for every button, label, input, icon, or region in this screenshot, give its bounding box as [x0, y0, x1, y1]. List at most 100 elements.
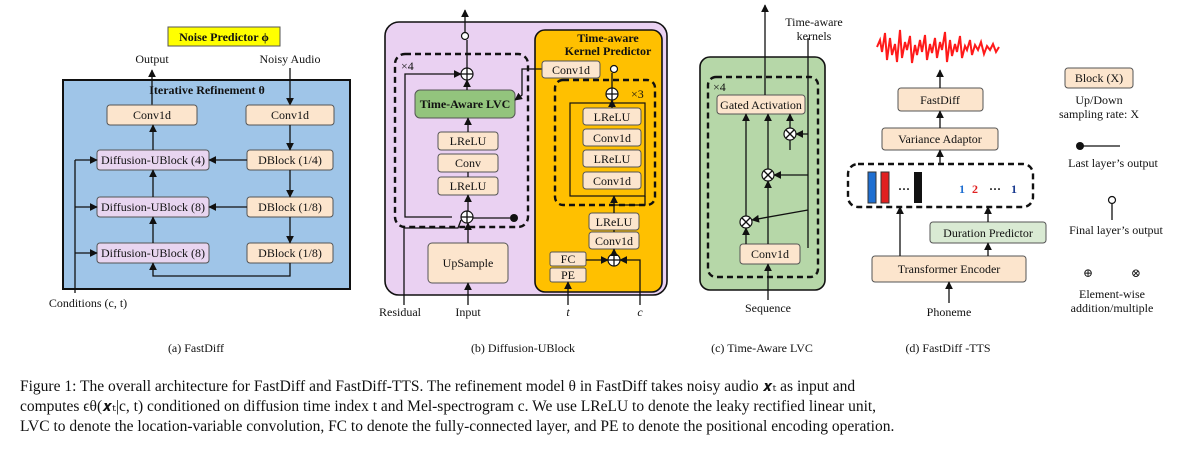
lvc-repeat-label: ×4 [713, 80, 726, 94]
kp-connectors [564, 73, 646, 305]
legend-last-layer: Last layer’s output [1068, 156, 1158, 170]
lvc-repeat-frame [706, 75, 820, 279]
ublock-8b-label: Diffusion-UBlock (8) [101, 246, 205, 260]
legend-updown-2: sampling rate: X [1059, 107, 1139, 121]
ublock-repeat-frame [393, 52, 530, 229]
ublock-final-output-icon [460, 31, 470, 41]
sequence-label: Sequence [745, 301, 791, 315]
legend-block-label: Block (X) [1075, 71, 1123, 85]
kp-conv-top-box [541, 60, 601, 79]
kernels-label-2: kernels [797, 29, 832, 43]
fastdiff-connectors [74, 124, 294, 293]
t-label: t [566, 305, 570, 319]
ublock-repeat-label: ×4 [401, 59, 414, 73]
figure-caption-line-1: Figure 1: The overall architecture for F… [20, 378, 856, 395]
lvc-connectors [742, 4, 809, 300]
caption-a: (a) FastDiff [168, 341, 224, 355]
kp-title-2: Kernel Predictor [565, 44, 652, 58]
ublock-last-output-icon [510, 214, 518, 222]
gated-activation-box [716, 94, 806, 115]
output-label: Output [135, 52, 169, 66]
conditions-label: Conditions (c, t) [49, 296, 127, 310]
dblock-8a-label: DBlock (1/8) [258, 200, 322, 214]
conv1d-left-label: Conv1d [133, 108, 171, 122]
kp-conv-bottom-label: Conv1d [595, 234, 633, 248]
tts-fastdiff-label: FastDiff [920, 93, 960, 107]
duration-dots: ··· [989, 182, 1001, 196]
waveform-icon [876, 29, 1000, 64]
legend-elementwise-1: Element-wise [1079, 287, 1145, 301]
panel-diffusion-ublock: Time-aware Kernel Predictor ×4 Time-Awar… [379, 9, 668, 355]
ublock-8a-label: Diffusion-UBlock (8) [101, 200, 205, 214]
lvc-multiply-2-icon [761, 168, 775, 182]
duration-num-1: 1 [959, 182, 965, 196]
kp-repeat-frame [553, 78, 657, 207]
noise-predictor-box [167, 26, 281, 47]
spec-frame-blue [867, 171, 877, 204]
legend-elementwise-2: addition/multiple [1071, 301, 1154, 315]
lrelu-top-label: LReLU [450, 134, 487, 148]
kp-adder-icon [605, 87, 619, 101]
kp-inner-4-label: Conv1d [593, 174, 631, 188]
dblock-4-label: DBlock (1/4) [258, 153, 322, 167]
legend-times-icon: ⊗ [1131, 266, 1141, 280]
architecture-figure: Noise Predictor ϕ Output Noisy Audio Ite… [49, 4, 1164, 355]
kp-conv-top-label: Conv1d [552, 63, 590, 77]
caption-c: (c) Time-Aware LVC [711, 341, 813, 355]
legend-block-box [1064, 67, 1134, 89]
spec-frame-red [880, 171, 890, 204]
legend-final-circle-icon [1107, 195, 1117, 205]
transformer-encoder-label: Transformer Encoder [898, 262, 1001, 276]
legend-updown-1: Up/Down [1075, 93, 1122, 107]
ublock-adder-bottom-icon [460, 210, 474, 224]
gated-activation-label: Gated Activation [720, 98, 802, 112]
legend: Block (X) Up/Down sampling rate: X Last … [1059, 67, 1164, 315]
kp-repeat-label: ×3 [631, 87, 644, 101]
lrelu-bottom-label: LReLU [450, 179, 487, 193]
dblock-8b-label: DBlock (1/8) [258, 246, 322, 260]
lvc-label: Time-Aware LVC [420, 97, 511, 111]
duration-num-2: 2 [972, 182, 978, 196]
lvc-conv1d-label: Conv1d [751, 247, 789, 261]
kernels-label-1: Time-aware [785, 15, 843, 29]
figure-caption-line-2: computes ϵθ(𝒙ₜ|c, t) conditioned on diff… [20, 398, 877, 415]
panel-fastdiff: Noise Predictor ϕ Output Noisy Audio Ite… [49, 26, 351, 355]
lvc-multiply-1-icon [783, 127, 797, 141]
kp-inner-2-box [582, 128, 642, 147]
spec-frame-black [914, 172, 922, 203]
kp-inner-2-label: Conv1d [593, 131, 631, 145]
noise-predictor-label: Noise Predictor ϕ [179, 30, 269, 44]
ublock-connectors [403, 9, 542, 305]
phoneme-label: Phoneme [927, 305, 972, 319]
pe-label: PE [561, 268, 575, 282]
kp-inner-1-label: LReLU [594, 110, 631, 124]
fc-label: FC [561, 252, 576, 266]
upsample-label: UpSample [443, 256, 494, 270]
conv1d-right-label: Conv1d [271, 108, 309, 122]
legend-last-dot-icon [1076, 142, 1084, 150]
input-label: Input [455, 305, 481, 319]
kp-adder-bottom-icon [607, 253, 621, 267]
spec-dots: ··· [898, 182, 910, 196]
figure-caption-line-3: LVC to denote the location-variable conv… [20, 418, 895, 435]
tts-connectors [896, 69, 992, 303]
panel-time-aware-lvc: Time-aware kernels ×4 Gated Activation C… [699, 4, 843, 355]
kp-title-1: Time-aware [577, 31, 639, 45]
duration-num-3: 1 [1011, 182, 1017, 196]
residual-label: Residual [379, 305, 422, 319]
lvc-multiply-3-icon [739, 215, 753, 229]
refinement-title: Iterative Refinement θ [149, 83, 265, 97]
kp-inner-4-box [582, 171, 642, 190]
variance-adaptor-label: Variance Adaptor [898, 132, 982, 146]
caption-d: (d) FastDiff -TTS [905, 341, 990, 355]
c-label: c [637, 305, 643, 319]
legend-final-layer: Final layer’s output [1069, 223, 1163, 237]
figure-caption: Figure 1: The overall architecture for F… [20, 377, 1170, 437]
legend-plus-icon: ⊕ [1083, 266, 1093, 280]
kp-inner-3-label: LReLU [594, 152, 631, 166]
kp-inner-3-box [582, 149, 642, 168]
conv-label: Conv [455, 156, 481, 170]
duration-predictor-label: Duration Predictor [943, 226, 1033, 240]
caption-b: (b) Diffusion-UBlock [471, 341, 575, 355]
kp-lrelu-label: LReLU [596, 215, 633, 229]
